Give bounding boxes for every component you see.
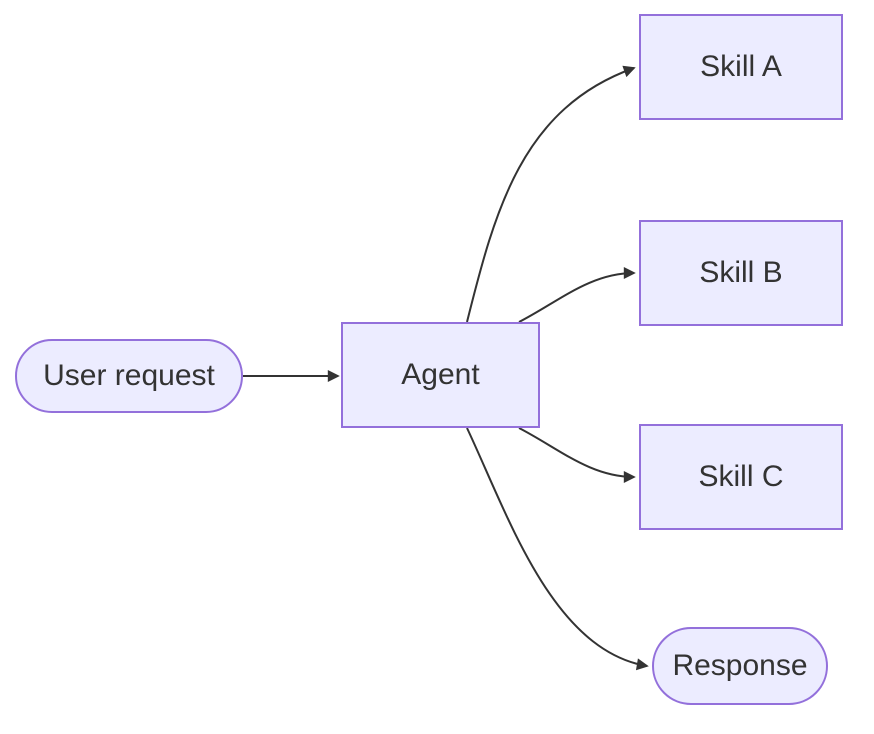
- node-skill-c[interactable]: Skill C: [639, 424, 843, 530]
- node-agent[interactable]: Agent: [341, 322, 540, 428]
- edge-agent-to-response: [466, 427, 649, 671]
- node-skill-a-label: Skill A: [700, 50, 782, 83]
- node-agent-label: Agent: [401, 358, 480, 391]
- node-skill-c-label: Skill C: [698, 460, 784, 493]
- node-skill-a[interactable]: Skill A: [639, 14, 843, 120]
- edge-agent-to-skill-a: [466, 65, 636, 323]
- edge-agent-to-skill-c: [518, 427, 636, 483]
- node-skill-b-label: Skill B: [699, 256, 783, 289]
- node-response-label: Response: [672, 649, 808, 682]
- node-user-request[interactable]: User request: [15, 339, 243, 413]
- node-skill-b[interactable]: Skill B: [639, 220, 843, 326]
- node-response[interactable]: Response: [652, 627, 828, 705]
- edge-agent-to-skill-b: [518, 267, 636, 323]
- node-user-request-label: User request: [43, 359, 215, 392]
